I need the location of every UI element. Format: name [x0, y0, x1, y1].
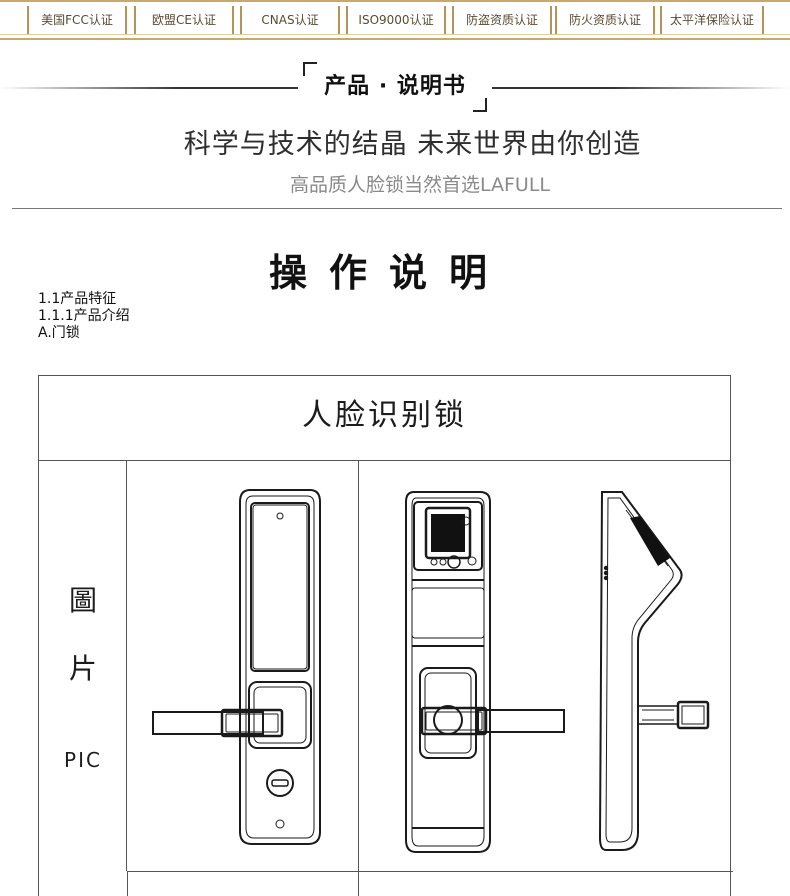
title-bracket-bottom-right	[473, 98, 487, 112]
lock-side-view-image	[598, 491, 710, 851]
cert-fireproof: 防火资质认证	[555, 6, 655, 34]
cert-cnas: CNAS认证	[240, 6, 340, 34]
section-heading: 操作说明	[268, 251, 509, 295]
certification-bar: 美国FCC认证 欧盟CE认证 CNAS认证 ISO9000认证 防盗资质认证 防…	[0, 0, 790, 40]
slogan: 科学与技术的结晶 未来世界由你创造	[183, 129, 642, 160]
title-bracket-top-left	[303, 62, 317, 76]
header-rule-right	[492, 87, 790, 89]
table-column-divider	[127, 871, 128, 896]
lock-face-recognition-image	[405, 491, 565, 853]
header-divider	[12, 208, 782, 209]
product-name: 人脸识别锁	[39, 376, 730, 461]
sub-slogan: 高品质人脸锁当然首选LAFULL	[289, 174, 551, 196]
picture-label-char-1: 圖	[68, 584, 97, 617]
cert-insurance: 太平洋保险认证	[660, 6, 764, 34]
cert-iso9000: ISO9000认证	[346, 6, 446, 34]
picture-label-cell: 圖 片 PIC	[39, 461, 127, 871]
table-column-divider	[358, 461, 359, 896]
table-row-divider	[127, 871, 733, 872]
cert-ce: 欧盟CE认证	[134, 6, 234, 34]
toc-item: A.门锁	[38, 325, 80, 341]
picture-label-char-2: 片	[68, 652, 97, 685]
cert-fcc: 美国FCC认证	[27, 6, 127, 34]
cert-anti-theft: 防盗资质认证	[452, 6, 552, 34]
toc-item: 1.1.1产品介绍	[38, 308, 130, 324]
lock-front-panel-image	[152, 489, 321, 845]
table-of-contents: 1.1产品特征 1.1.1产品介绍 A.门锁	[38, 291, 130, 342]
manual-title: 产品 · 说明书	[324, 74, 466, 99]
picture-label-pic: PIC	[64, 748, 102, 772]
header-rule-left	[0, 87, 298, 89]
product-table: 人脸识别锁 圖 片 PIC	[38, 375, 733, 896]
toc-item: 1.1产品特征	[38, 291, 117, 307]
